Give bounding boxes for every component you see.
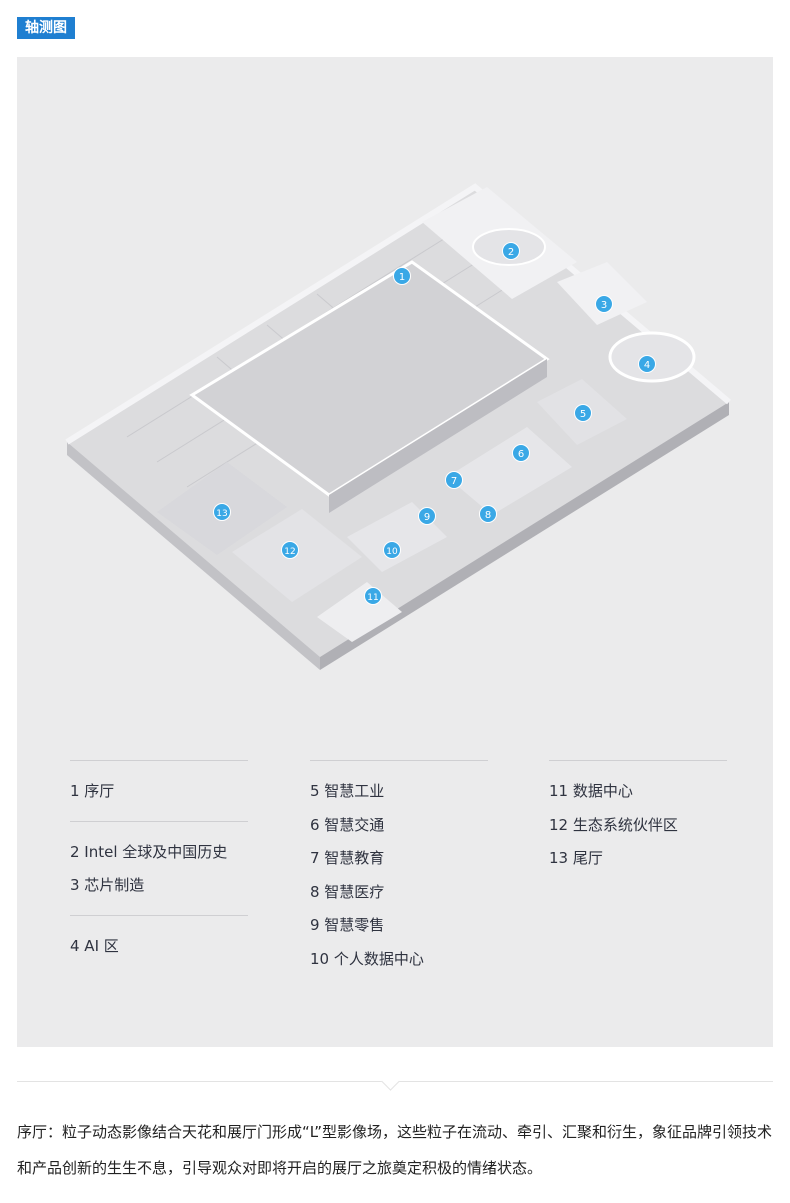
legend-column-2: 5 智慧工业 6 智慧交通 7 智慧教育 8 智慧医疗 9 智慧零售 10 个人… — [310, 760, 488, 976]
svg-text:5: 5 — [580, 409, 586, 420]
legend-item: 13 尾厅 — [549, 849, 603, 867]
axonometric-floorplan: 1 2 3 4 5 6 7 8 9 10 11 12 13 — [65, 183, 731, 670]
legend-item: 12 生态系统伙伴区 — [549, 815, 678, 834]
svg-text:10: 10 — [386, 547, 398, 557]
marker-11: 11 — [364, 587, 382, 605]
legend-item: 10 个人数据中心 — [310, 949, 424, 968]
svg-text:3: 3 — [601, 300, 607, 311]
svg-text:9: 9 — [424, 512, 430, 523]
legend-rule — [549, 760, 727, 761]
marker-13: 13 — [213, 503, 231, 521]
legend-group: 1 序厅 — [70, 760, 248, 809]
marker-4: 4 — [638, 355, 656, 373]
legend-item: 9 智慧零售 — [310, 916, 385, 934]
svg-text:2: 2 — [508, 247, 514, 258]
marker-8: 8 — [479, 505, 497, 523]
room-6-7-area — [447, 427, 572, 515]
marker-7: 7 — [445, 471, 463, 489]
marker-10: 10 — [383, 541, 401, 559]
legend-rule — [70, 914, 248, 916]
marker-5: 5 — [574, 404, 592, 422]
legend-rule — [70, 820, 248, 822]
legend-group: 4 AI 区 — [70, 914, 248, 964]
legend-group: 2 Intel 全球及中国历史 3 芯片制造 — [70, 820, 248, 903]
legend-item: 8 智慧医疗 — [310, 882, 385, 901]
marker-3: 3 — [595, 295, 613, 313]
svg-text:11: 11 — [367, 593, 378, 603]
legend-rule — [70, 760, 248, 761]
legend-item: 6 智慧交通 — [310, 815, 385, 834]
slab-edge-left — [67, 442, 320, 670]
room-3-block — [557, 262, 647, 325]
legend-item: 4 AI 区 — [70, 936, 119, 955]
legend-column-1: 1 序厅 2 Intel 全球及中国历史 3 芯片制造 4 AI 区 — [70, 760, 248, 963]
legend-item: 11 数据中心 — [549, 782, 633, 800]
caption-paragraph: 序厅：粒子动态影像结合天花和展厅门形成“L”型影像场，这些粒子在流动、牵引、汇聚… — [17, 1123, 772, 1177]
svg-text:7: 7 — [451, 476, 457, 487]
perimeter-wall — [65, 183, 731, 445]
divider-notch — [381, 1072, 400, 1091]
legend-item: 1 序厅 — [70, 782, 115, 800]
svg-text:12: 12 — [284, 547, 295, 557]
marker-2: 2 — [502, 242, 520, 260]
legend-item: 3 芯片制造 — [70, 876, 145, 894]
main-hall-wall — [329, 359, 547, 513]
svg-text:4: 4 — [644, 360, 650, 371]
marker-6: 6 — [512, 444, 530, 462]
legend-rule — [310, 760, 488, 761]
marker-9: 9 — [418, 507, 436, 525]
svg-text:6: 6 — [518, 449, 524, 460]
section-tag: 轴测图 — [17, 17, 75, 39]
svg-text:1: 1 — [399, 272, 405, 283]
marker-1: 1 — [393, 267, 411, 285]
legend-item: 2 Intel 全球及中国历史 — [70, 842, 228, 861]
legend-item: 5 智慧工业 — [310, 782, 385, 800]
legend-item: 7 智慧教育 — [310, 849, 385, 867]
legend-column-3: 11 数据中心 12 生态系统伙伴区 13 尾厅 — [549, 760, 727, 876]
slab-edge-right — [320, 402, 729, 670]
svg-text:8: 8 — [485, 510, 491, 521]
axonometric-panel: 1 2 3 4 5 6 7 8 9 10 11 12 13 1 序厅 2 Int… — [17, 57, 773, 1047]
marker-12: 12 — [281, 541, 299, 559]
svg-text:13: 13 — [216, 509, 227, 519]
